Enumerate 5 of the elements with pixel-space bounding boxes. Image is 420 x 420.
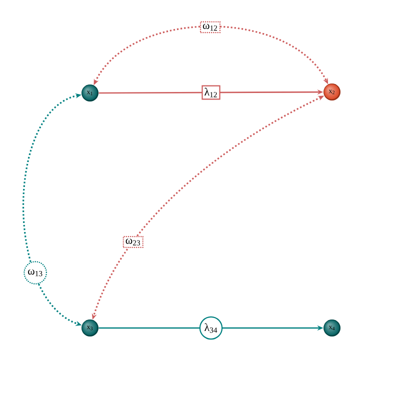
edge-label: ω$_{12}$ bbox=[200, 21, 220, 34]
edge-label: ω$_{23}$ bbox=[122, 236, 144, 248]
edge-label: ω$_{13}$ bbox=[24, 261, 47, 284]
edge-label: λ$_{34}$ bbox=[199, 316, 223, 340]
edge-label: λ$_{12}$ bbox=[202, 85, 220, 100]
